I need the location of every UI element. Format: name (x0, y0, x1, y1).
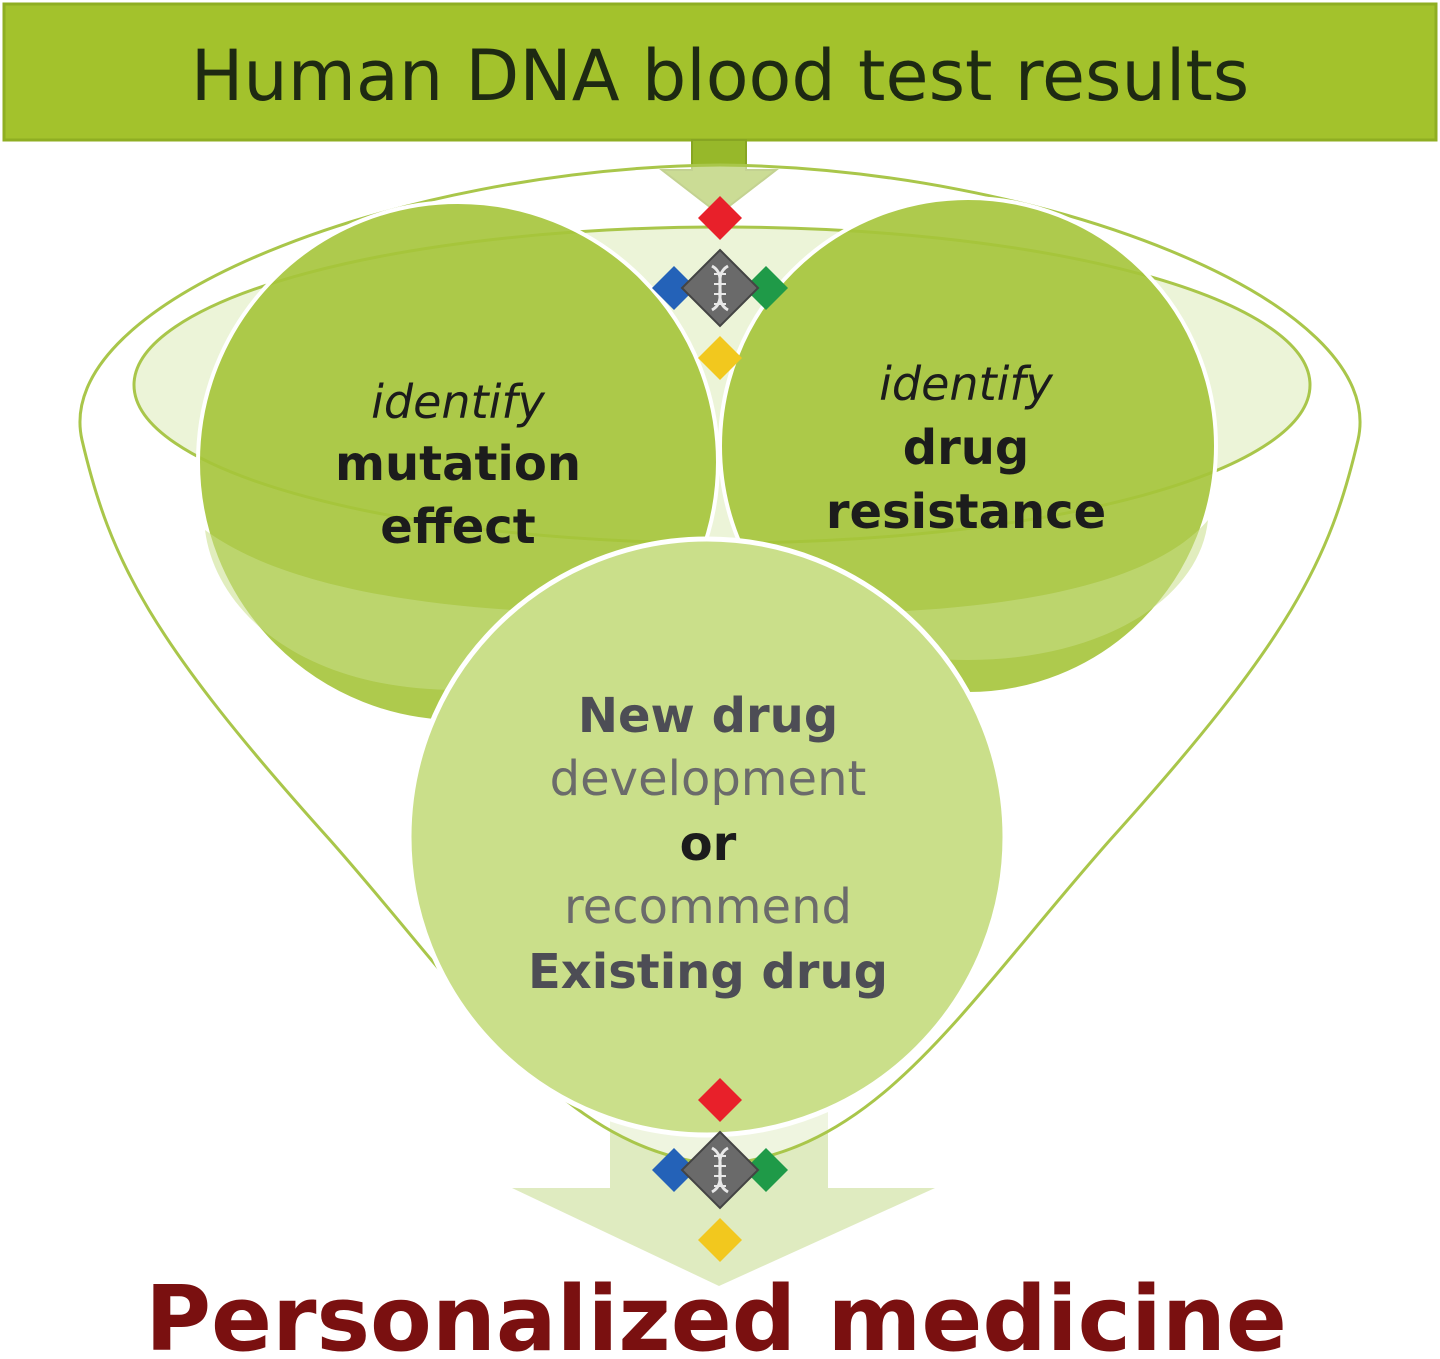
effect-label: effect (380, 499, 535, 555)
development-label: development (550, 751, 867, 807)
header-title: Human DNA blood test results (191, 35, 1250, 117)
drug-development-circle (406, 536, 1008, 1138)
resistance-identify-label: identify (879, 357, 1053, 411)
recommend-label: recommend (564, 879, 852, 935)
existing-drug-label: Existing drug (528, 944, 888, 1000)
circle-lower-band (205, 520, 1208, 690)
mutation-label: mutation (335, 436, 581, 492)
new-drug-label: New drug (578, 688, 838, 744)
header-banner (2, 2, 1438, 142)
resistance-label: resistance (826, 484, 1106, 540)
personalized-medicine-title: Personalized medicine (145, 1267, 1287, 1359)
mutation-identify-label: identify (371, 375, 545, 429)
drug-label: drug (903, 420, 1030, 476)
or-label: or (680, 816, 737, 872)
